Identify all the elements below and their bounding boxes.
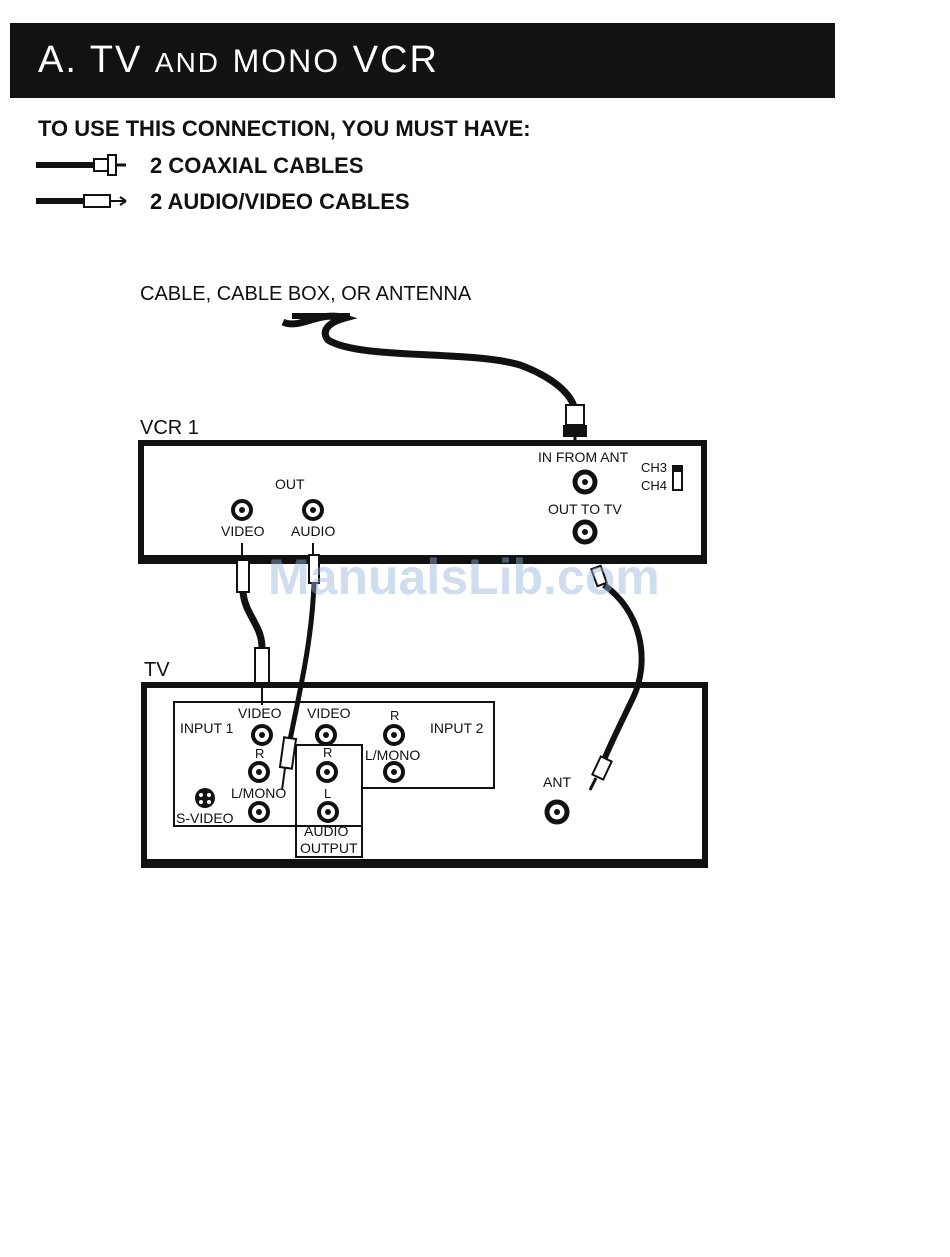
input1-lmono-jack	[250, 803, 268, 821]
vcr-video-jack	[233, 501, 251, 519]
watermark: ManualsLib.com	[268, 548, 660, 606]
audio-output-r-label: R	[323, 745, 332, 760]
antenna-cable	[283, 316, 575, 410]
input2-lmono-jack	[385, 763, 403, 781]
audio-output-l-jack	[319, 803, 337, 821]
vcr-out-label: OUT	[275, 476, 305, 492]
vcr-audio-jack	[304, 501, 322, 519]
tv-box	[144, 685, 705, 865]
input2-r-label: R	[390, 708, 399, 723]
tv-ant-label: ANT	[543, 774, 571, 790]
audio-output-label-2: OUTPUT	[300, 840, 358, 856]
channel-switch	[673, 466, 682, 490]
ch4-label: CH4	[641, 478, 667, 493]
vcr-audio-label: AUDIO	[291, 523, 335, 539]
tv-ant-jack	[547, 802, 567, 822]
vcr-video-label: VIDEO	[221, 523, 265, 539]
input1-label: INPUT 1	[180, 720, 234, 736]
input2-video-jack	[317, 726, 335, 744]
input2-lmono-label: L/MONO	[365, 747, 420, 763]
input2-label: INPUT 2	[430, 720, 484, 736]
input1-video-label: VIDEO	[238, 705, 282, 721]
source-label: CABLE, CABLE BOX, OR ANTENNA	[140, 283, 472, 305]
audio-output-r-jack	[318, 763, 336, 781]
vcr-out-to-tv-jack	[575, 522, 595, 542]
vcr-in-from-ant-jack	[575, 472, 595, 492]
audio-output-label-1: AUDIO	[304, 823, 348, 839]
s-video-label: S-VIDEO	[176, 810, 234, 826]
input2-r-jack	[385, 726, 403, 744]
ch3-label: CH3	[641, 460, 667, 475]
input1-r-label: R	[255, 746, 264, 761]
vcr-out-to-tv-label: OUT TO TV	[548, 501, 622, 517]
audio-output-l-label: L	[324, 786, 331, 801]
vcr-label: VCR 1	[140, 417, 199, 439]
input2-video-label: VIDEO	[307, 705, 351, 721]
tv-label: TV	[144, 659, 170, 681]
s-video-jack	[195, 788, 215, 808]
input1-r-jack	[250, 763, 268, 781]
vcr-in-from-ant-label: IN FROM ANT	[538, 449, 629, 465]
input1-lmono-label: L/MONO	[231, 785, 286, 801]
video-cable	[237, 543, 269, 705]
input1-video-jack	[253, 726, 271, 744]
